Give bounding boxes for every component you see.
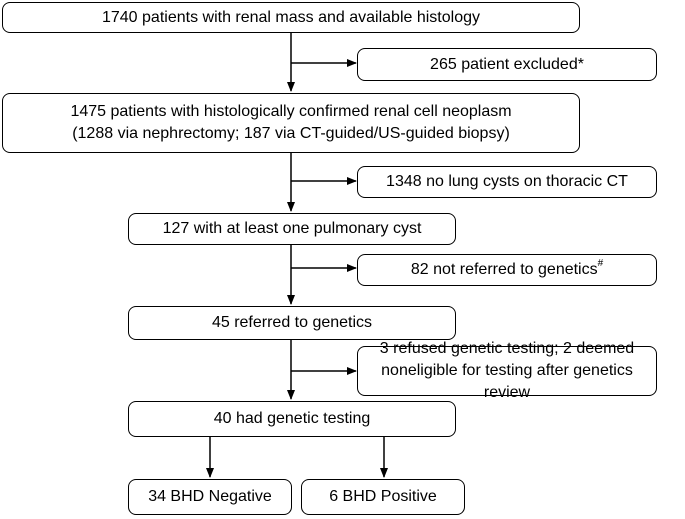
- box-genetic-testing: 40 had genetic testing: [128, 401, 456, 437]
- box-total-patients-label: 1740 patients with renal mass and availa…: [101, 8, 480, 26]
- box-total-patients: 1740 patients with renal mass and availa…: [2, 2, 580, 33]
- box-refused-line1: 3 refused genetic testing; 2 deemed: [379, 340, 635, 357]
- footnote-marker: #: [597, 257, 604, 269]
- box-genetic-testing-label: 40 had genetic testing: [213, 410, 371, 427]
- box-bhd-negative-label: 34 BHD Negative: [148, 488, 272, 505]
- box-refused-testing: 3 refused genetic testing; 2 deemed none…: [357, 340, 657, 401]
- not-referred-text: 82 not referred to genetics: [410, 261, 598, 278]
- box-bhd-positive-label: 6 BHD Positive: [329, 488, 437, 505]
- box-with-pulmonary-cyst-label: 127 with at least one pulmonary cyst: [162, 220, 422, 237]
- box-excluded: 265 patient excluded*: [357, 48, 657, 81]
- box-no-lung-cysts-label: 1348 no lung cysts on thoracic CT: [386, 173, 628, 190]
- box-bhd-positive: 6 BHD Positive: [301, 479, 465, 515]
- box-referred-label: 45 referred to genetics: [211, 314, 373, 331]
- box-confirmed-line2: (1288 via nephrectomy; 187 via CT-guided…: [72, 125, 510, 142]
- box-with-pulmonary-cyst: 127 with at least one pulmonary cyst: [128, 213, 456, 245]
- box-bhd-negative: 34 BHD Negative: [128, 479, 292, 515]
- box-not-referred-label: 82 not referred to genetics#: [410, 257, 604, 281]
- box-no-lung-cysts: 1348 no lung cysts on thoracic CT: [357, 166, 657, 198]
- box-excluded-label: 265 patient excluded*: [430, 55, 584, 73]
- box-referred-to-genetics: 45 referred to genetics: [128, 306, 456, 340]
- box-not-referred: 82 not referred to genetics#: [357, 254, 657, 286]
- box-refused-line2: noneligible for testing after genetics r…: [381, 362, 633, 401]
- box-confirmed-neoplasm: 1475 patients with histologically confir…: [2, 93, 580, 153]
- box-confirmed-line1: 1475 patients with histologically confir…: [70, 103, 512, 120]
